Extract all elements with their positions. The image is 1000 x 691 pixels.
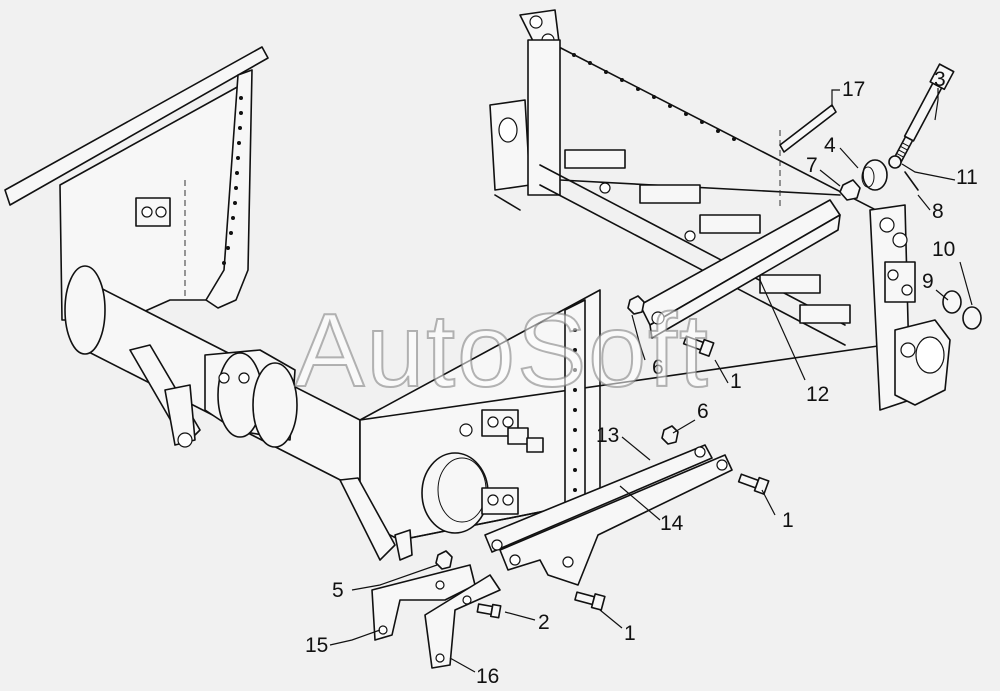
part-16-bracket — [424, 574, 501, 669]
part-14-plate — [499, 454, 733, 586]
part-15-bracket — [371, 564, 476, 641]
callout-12: 12 — [806, 383, 829, 406]
rear-frame — [489, 9, 951, 411]
main-frame — [339, 289, 886, 561]
callout-2: 2 — [538, 611, 550, 634]
callout-4: 4 — [824, 134, 836, 157]
callout-8: 8 — [932, 200, 944, 223]
callout-1-right: 1 — [782, 509, 794, 532]
callout-13: 13 — [596, 424, 619, 447]
callout-16: 16 — [476, 665, 499, 688]
callout-6-lower: 6 — [697, 400, 709, 423]
leader-lines — [329, 88, 973, 673]
callout-17: 17 — [842, 78, 865, 101]
callout-15: 15 — [305, 634, 328, 657]
callout-6-upper: 6 — [652, 356, 664, 379]
nut-5 — [435, 550, 453, 570]
fasteners — [435, 63, 982, 619]
part-13-plate — [484, 444, 713, 553]
callout-10: 10 — [932, 238, 955, 261]
nut-6-upper — [627, 295, 645, 315]
callout-9: 9 — [922, 270, 934, 293]
callout-11: 11 — [956, 166, 978, 189]
callout-3: 3 — [934, 68, 946, 91]
callout-1-upper: 1 — [730, 370, 742, 393]
callout-1-lower: 1 — [624, 622, 636, 645]
tube-assembly — [64, 265, 361, 491]
callout-14: 14 — [660, 512, 684, 535]
nut-6-lower — [661, 425, 679, 445]
callout-7: 7 — [806, 154, 818, 177]
part-12-bar — [639, 199, 841, 339]
callout-5: 5 — [332, 579, 344, 602]
left-arm-plate — [4, 46, 269, 321]
callout-labels: 17 3 4 7 11 8 10 9 6 1 12 6 13 1 14 5 2 … — [305, 68, 978, 688]
